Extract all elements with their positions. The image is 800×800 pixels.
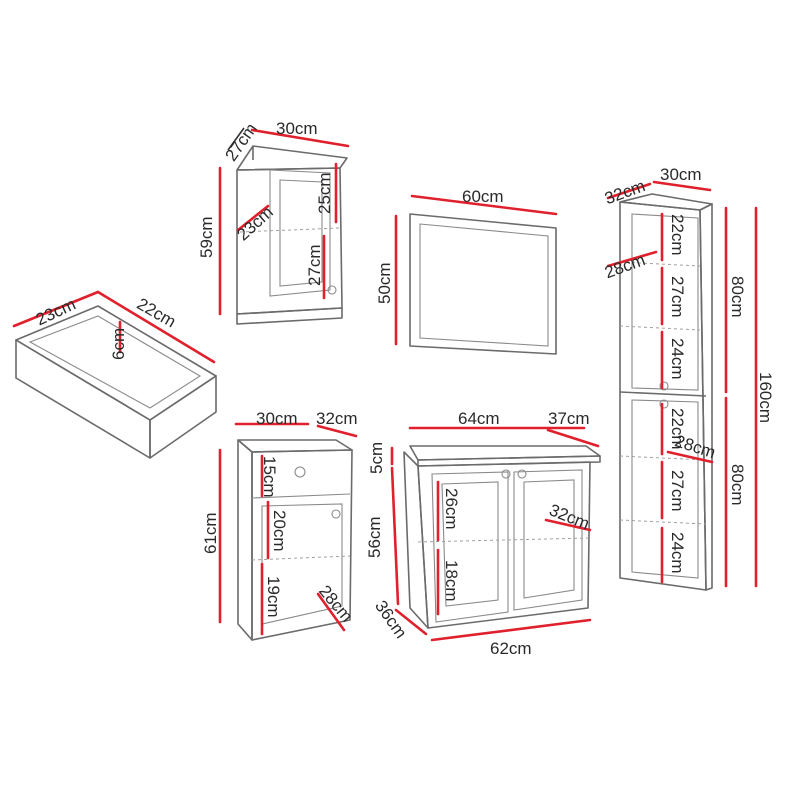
vanity-height-label: 56cm bbox=[365, 516, 384, 558]
drawer-front bbox=[15, 339, 151, 459]
wall-cabinet-upper-label: 25cm bbox=[315, 172, 334, 214]
tall-cabinet-s1-label: 22cm bbox=[668, 214, 687, 256]
vanity-side bbox=[403, 451, 429, 629]
tall-cabinet-side bbox=[699, 203, 713, 591]
tall-cabinet-shelf-4 bbox=[619, 519, 707, 525]
drawer-depth-line bbox=[12, 290, 100, 328]
vanity-right-door bbox=[513, 469, 583, 611]
vanity-height-line bbox=[390, 466, 400, 606]
wall-cabinet-lower-label: 27cm bbox=[305, 244, 324, 286]
tall-cabinet-lower-label: 80cm bbox=[728, 464, 747, 506]
tall-cabinet-s5-label: 27cm bbox=[668, 470, 687, 512]
tall-cabinet-divider bbox=[619, 391, 707, 397]
mirror-frame bbox=[409, 213, 557, 355]
mirror-width-label: 60cm bbox=[462, 187, 504, 206]
small-cabinet-drawer-label: 15cm bbox=[260, 456, 279, 498]
wall-cabinet-height-label: 59cm bbox=[197, 216, 216, 258]
small-cabinet-drawer-knob bbox=[294, 466, 306, 478]
mirror-glass bbox=[419, 223, 549, 347]
small-cabinet-drawer-divider bbox=[251, 493, 351, 499]
vanity-shelf-line bbox=[544, 518, 592, 532]
mirror-height-label: 50cm bbox=[375, 262, 394, 304]
wall-cabinet-door-glass bbox=[279, 179, 323, 287]
small-cabinet-width-label: 30cm bbox=[256, 409, 298, 428]
wall-cabinet-depth-line bbox=[227, 127, 245, 151]
tall-cabinet-s3-label: 24cm bbox=[668, 338, 687, 380]
mirror bbox=[409, 213, 557, 355]
tall-cabinet-shelf-depth-line bbox=[606, 250, 658, 268]
wall-cabinet-door bbox=[269, 169, 331, 297]
wall-cabinet-width-line bbox=[250, 128, 350, 148]
tall-cabinet-lower-knob bbox=[659, 399, 669, 409]
vanity-left-knob bbox=[501, 469, 511, 479]
wall-cabinet-width-label: 30cm bbox=[276, 119, 318, 138]
tall-cabinet-s2-label: 27cm bbox=[668, 276, 687, 318]
drawer-side bbox=[149, 375, 217, 459]
small-cabinet-shelf-line bbox=[316, 592, 346, 632]
vanity-unit bbox=[403, 445, 601, 629]
vanity-base-width-line bbox=[430, 618, 592, 642]
wall-cabinet-shelf-depth-line bbox=[236, 204, 270, 232]
tall-cabinet-s6-label: 24cm bbox=[668, 532, 687, 574]
small-cabinet-shelf bbox=[251, 555, 351, 561]
vanity-right-door-panel bbox=[523, 479, 575, 599]
vanity-shelf-label: 32cm bbox=[546, 500, 592, 533]
small-cabinet-height-label: 61cm bbox=[201, 512, 220, 554]
drawer-height-label: 6cm bbox=[109, 328, 128, 360]
vanity-countertop-edge bbox=[417, 455, 601, 467]
tall-cabinet-upper-label: 80cm bbox=[728, 276, 747, 318]
vanity-shelf bbox=[417, 537, 591, 543]
tall-cabinet-upper-knob bbox=[659, 381, 669, 391]
drawer-inner bbox=[28, 315, 202, 409]
tall-cabinet-lower-door bbox=[631, 399, 699, 579]
small-cabinet-low-label: 19cm bbox=[264, 576, 283, 618]
vanity-base-width-label: 62cm bbox=[490, 639, 532, 658]
small-cabinet-depth-line bbox=[316, 424, 358, 438]
tall-cabinet-depth-line bbox=[606, 182, 652, 200]
vanity-left-door-panel bbox=[441, 481, 499, 607]
drawer bbox=[15, 305, 217, 459]
wall-cabinet bbox=[236, 145, 348, 325]
tall-cabinet-width-label: 30cm bbox=[660, 165, 702, 184]
tall-cabinet-shelf-1 bbox=[619, 261, 701, 267]
vanity-upper-label: 26cm bbox=[442, 488, 461, 530]
tall-cabinet-shelf-depth-label: 28cm bbox=[602, 250, 648, 282]
tall-cabinet-shelf-depth-2-line bbox=[666, 450, 714, 464]
tall-cabinet-shelf-2 bbox=[619, 325, 701, 331]
wall-cabinet-knob bbox=[327, 285, 337, 295]
vanity-width-label: 64cm bbox=[458, 409, 500, 428]
tall-cabinet-shelf-3 bbox=[619, 455, 707, 461]
vanity-lower-label: 18cm bbox=[442, 560, 461, 602]
wall-cabinet-bottom bbox=[236, 307, 343, 325]
small-cabinet-side bbox=[237, 439, 253, 641]
tall-cabinet-width-line bbox=[652, 180, 712, 192]
tall-cabinet-upper-door bbox=[631, 213, 699, 391]
drawer-width-line bbox=[96, 290, 216, 364]
tall-cabinet-total-label: 160cm bbox=[756, 372, 775, 423]
small-cabinet-depth-label: 32cm bbox=[316, 409, 358, 428]
vanity-depth-label: 37cm bbox=[548, 409, 590, 428]
vanity-base-depth-line bbox=[394, 608, 428, 636]
small-cabinet-door-knob bbox=[331, 509, 341, 519]
vanity-left-door bbox=[431, 471, 509, 623]
wall-cabinet-depth-label: 27cm bbox=[222, 120, 261, 165]
mirror-width-line bbox=[410, 194, 558, 216]
vanity-right-knob bbox=[517, 469, 527, 479]
tall-cabinet bbox=[619, 193, 713, 591]
vanity-depth-line bbox=[546, 428, 600, 448]
tall-cabinet-s4-label: 22cm bbox=[668, 408, 687, 450]
vanity-top-label: 5cm bbox=[367, 442, 386, 474]
wall-cabinet-shelf bbox=[239, 227, 341, 233]
vanity-base-depth-label: 36cm bbox=[371, 597, 410, 642]
small-cabinet-mid-label: 20cm bbox=[270, 510, 289, 552]
